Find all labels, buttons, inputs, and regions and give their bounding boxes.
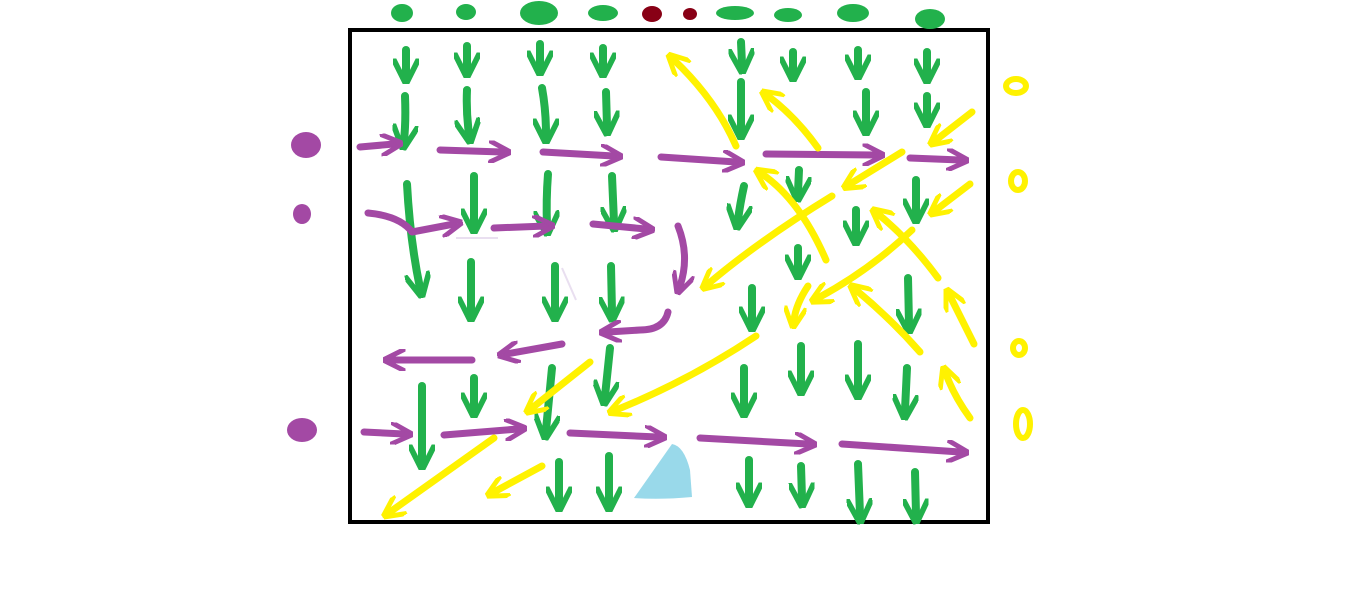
yellow-source-ring <box>1013 407 1033 441</box>
dark-red-source-blob <box>683 8 697 20</box>
purple-arrow <box>657 157 736 162</box>
purple-arrow <box>589 224 646 229</box>
yellow-arrow <box>818 226 916 298</box>
yellow-arrow <box>616 332 760 410</box>
purple-arrow <box>356 144 394 147</box>
purple-source-blob <box>287 418 317 442</box>
yellow-arrow <box>794 282 812 320</box>
yellow-arrow <box>878 214 942 282</box>
top-source-blobs <box>391 1 945 29</box>
green-arrow <box>908 274 909 324</box>
yellow-arrow-group <box>390 60 978 512</box>
green-source-blob <box>837 4 869 22</box>
purple-arrow <box>906 158 960 160</box>
yellow-arrow <box>494 462 546 492</box>
green-source-blob <box>456 4 476 20</box>
green-arrow <box>801 462 802 498</box>
purple-arrow <box>506 340 566 354</box>
yellow-arrow <box>946 374 974 422</box>
canvas-frame <box>348 28 990 524</box>
yellow-arrow <box>674 60 740 150</box>
green-arrow <box>905 364 907 410</box>
purple-source-blob <box>291 132 321 158</box>
faint-scribbles <box>456 237 577 301</box>
green-source-blob <box>716 6 754 20</box>
yellow-arrow <box>390 434 498 512</box>
purple-arrow <box>539 152 614 156</box>
yellow-source-ring <box>1008 169 1028 193</box>
yellow-source-ring <box>1010 338 1028 358</box>
yellow-arrow <box>762 174 830 264</box>
left-source-blobs <box>287 132 321 442</box>
green-arrow <box>858 460 860 514</box>
yellow-arrow <box>708 192 836 284</box>
purple-arrow <box>490 226 546 228</box>
yellow-arrow <box>532 358 594 408</box>
green-source-blob <box>588 5 618 21</box>
green-arrow <box>611 262 612 312</box>
dark-red-source-blob <box>642 6 662 22</box>
green-arrow <box>915 468 916 514</box>
purple-arrow <box>762 154 876 155</box>
yellow-arrow <box>936 180 974 210</box>
purple-arrow <box>440 429 518 435</box>
purple-arrow-group <box>356 144 960 452</box>
purple-arrow <box>360 432 404 434</box>
green-arrow <box>404 92 405 140</box>
yellow-arrow <box>856 290 924 356</box>
purple-arrow <box>696 438 808 444</box>
purple-arrow <box>566 433 658 437</box>
green-arrow <box>542 84 546 134</box>
green-arrow <box>612 172 614 222</box>
right-source-rings <box>1003 76 1033 441</box>
green-arrow <box>403 180 420 288</box>
yellow-arrow <box>950 296 978 348</box>
yellow-arrow <box>936 108 976 140</box>
yellow-arrow <box>850 148 906 184</box>
purple-source-blob <box>293 204 311 224</box>
yellow-arrow <box>768 96 822 152</box>
green-source-blob <box>391 4 413 22</box>
green-arrow <box>741 38 742 64</box>
purple-arrow <box>838 444 960 452</box>
green-source-blob <box>774 8 802 22</box>
green-arrow <box>547 170 548 226</box>
green-arrow <box>798 166 799 192</box>
green-source-blob <box>915 9 945 29</box>
yellow-source-ring <box>1003 76 1029 96</box>
purple-arrow <box>678 222 685 286</box>
green-source-blob <box>520 1 558 25</box>
green-arrow-group <box>403 38 927 514</box>
light-blue-triangle <box>634 444 692 499</box>
green-arrow <box>606 88 607 126</box>
purple-arrow <box>364 209 454 232</box>
green-arrow <box>738 182 744 220</box>
green-arrow <box>467 86 469 134</box>
green-arrow <box>605 344 610 396</box>
purple-arrow <box>608 308 672 332</box>
purple-arrow <box>436 150 502 152</box>
